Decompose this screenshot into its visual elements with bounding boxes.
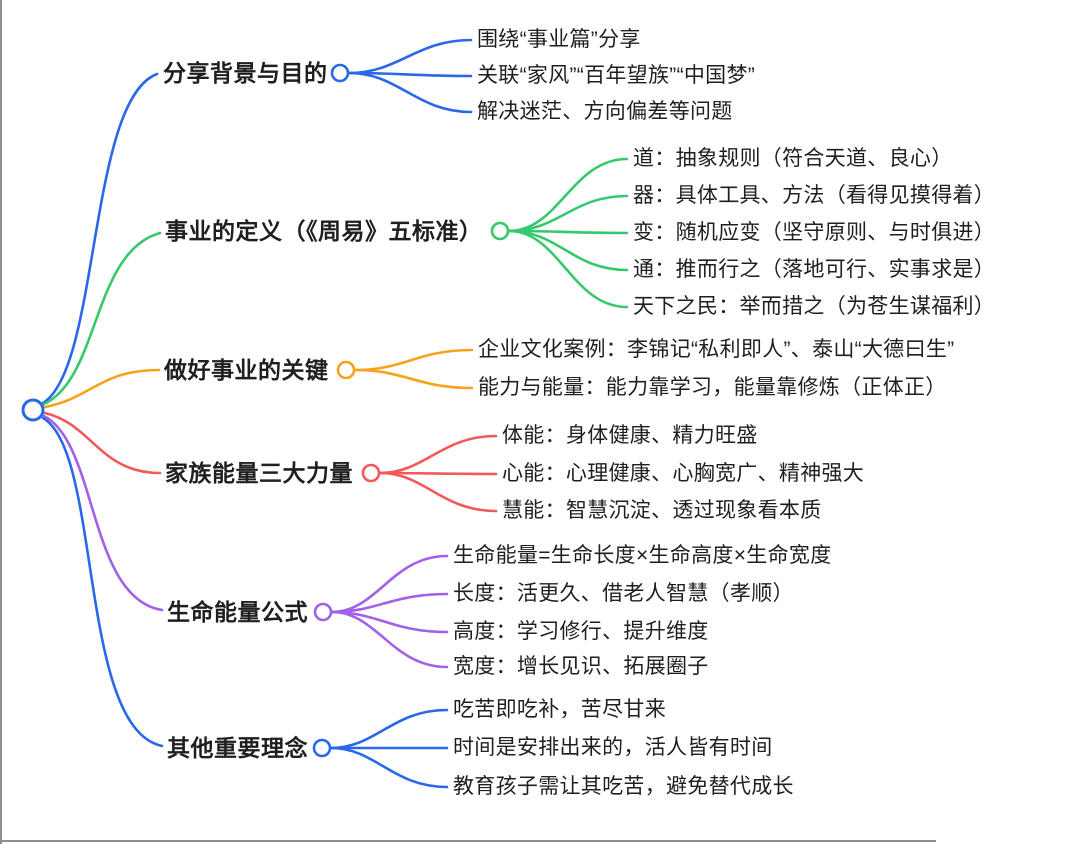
branch-curve [41, 72, 159, 405]
child-topic[interactable]: 器：具体工具、方法（看得见摸得着） [633, 183, 996, 207]
node-toggle-circle[interactable] [336, 360, 356, 380]
branch-group-career-definition [42, 157, 629, 406]
child-topic[interactable]: 关联“家风”“百年望族”“中国梦” [477, 63, 756, 87]
child-topic[interactable]: 天下之民：举而措之（为苍生谋福利） [633, 294, 996, 318]
child-curve [353, 348, 474, 372]
node-toggle-circle[interactable] [490, 221, 510, 241]
child-topic[interactable]: 解决迷茫、方向偏差等问题 [477, 99, 733, 123]
branch-curve [42, 231, 162, 406]
child-topic[interactable]: 通：推而行之（落地可行、实事求是） [633, 257, 996, 281]
branch-group-life-energy-formula [42, 414, 449, 669]
child-curve [507, 229, 629, 272]
branch-group-career-key [43, 348, 474, 409]
branch-curve [43, 368, 161, 409]
child-topic[interactable]: 宽度：增长见识、拓展圈子 [453, 654, 709, 678]
child-curve [330, 610, 449, 669]
child-curve [378, 471, 498, 513]
child-topic[interactable]: 教育孩子需让其吃苦，避免替代成长 [453, 774, 794, 798]
branch-label-career-definition[interactable]: 事业的定义（《周易》五标准） [165, 217, 483, 244]
page-left-border [0, 0, 2, 844]
branch-label-other-ideas[interactable]: 其他重要理念 [167, 734, 308, 761]
child-curve [507, 157, 629, 233]
child-curve [347, 71, 473, 114]
branch-label-career-key[interactable]: 做好事业的关键 [164, 356, 329, 383]
child-topic[interactable]: 能力与能量：能力靠学习，能量靠修炼（正体正） [478, 375, 947, 399]
child-topic[interactable]: 时间是安排出来的，活人皆有时间 [453, 735, 773, 759]
branch-curve [43, 411, 162, 475]
child-topic[interactable]: 生命能量=生命长度×生命高度×生命宽度 [453, 543, 832, 567]
child-topic[interactable]: 心能：心理健康、心胸宽广、精神强大 [502, 461, 865, 485]
node-toggle-circle[interactable] [330, 63, 350, 83]
child-topic[interactable]: 吃苦即吃补，苦尽甘来 [453, 697, 666, 721]
page-bottom-border [0, 840, 936, 842]
child-topic[interactable]: 高度：学习修行、提升维度 [453, 619, 709, 643]
node-toggle-circle[interactable] [312, 738, 332, 758]
child-curve [329, 708, 449, 750]
child-topic[interactable]: 企业文化案例：李锦记“私利即人”、泰山“大德曰生” [478, 337, 955, 361]
branch-label-life-energy-formula[interactable]: 生命能量公式 [167, 598, 308, 625]
child-curve [507, 194, 629, 233]
child-curve [330, 554, 449, 614]
branch-curve [41, 416, 164, 748]
child-topic[interactable]: 慧能：智慧沉淀、透过现象看本质 [502, 498, 822, 522]
child-topic[interactable]: 道：抽象规则（符合天道、良心） [633, 146, 953, 170]
child-curve [330, 592, 449, 614]
child-topic[interactable]: 体能：身体健康、精力旺盛 [502, 423, 758, 447]
child-curve [353, 368, 474, 390]
child-topic[interactable]: 围绕“事业篇”分享 [477, 27, 641, 51]
child-curve [329, 746, 449, 789]
node-toggle-circle[interactable] [361, 463, 381, 483]
branch-group-other-ideas [41, 416, 449, 789]
child-topic[interactable]: 长度：活更久、借老人智慧（孝顺） [453, 581, 794, 605]
root-node-circle[interactable] [21, 398, 45, 422]
branch-group-family-energy [43, 411, 498, 513]
branch-group-share-background [41, 38, 473, 405]
root-group [21, 398, 45, 422]
branch-curve [42, 414, 164, 612]
child-curve [378, 434, 498, 475]
branch-label-share-background[interactable]: 分享背景与目的 [163, 59, 328, 86]
child-curve [347, 38, 473, 75]
branch-label-family-energy[interactable]: 家族能量三大力量 [165, 459, 353, 486]
child-topic[interactable]: 变：随机应变（坚守原则、与时俱进） [633, 220, 996, 244]
node-toggle-circle[interactable] [313, 602, 333, 622]
child-curve [507, 229, 629, 309]
